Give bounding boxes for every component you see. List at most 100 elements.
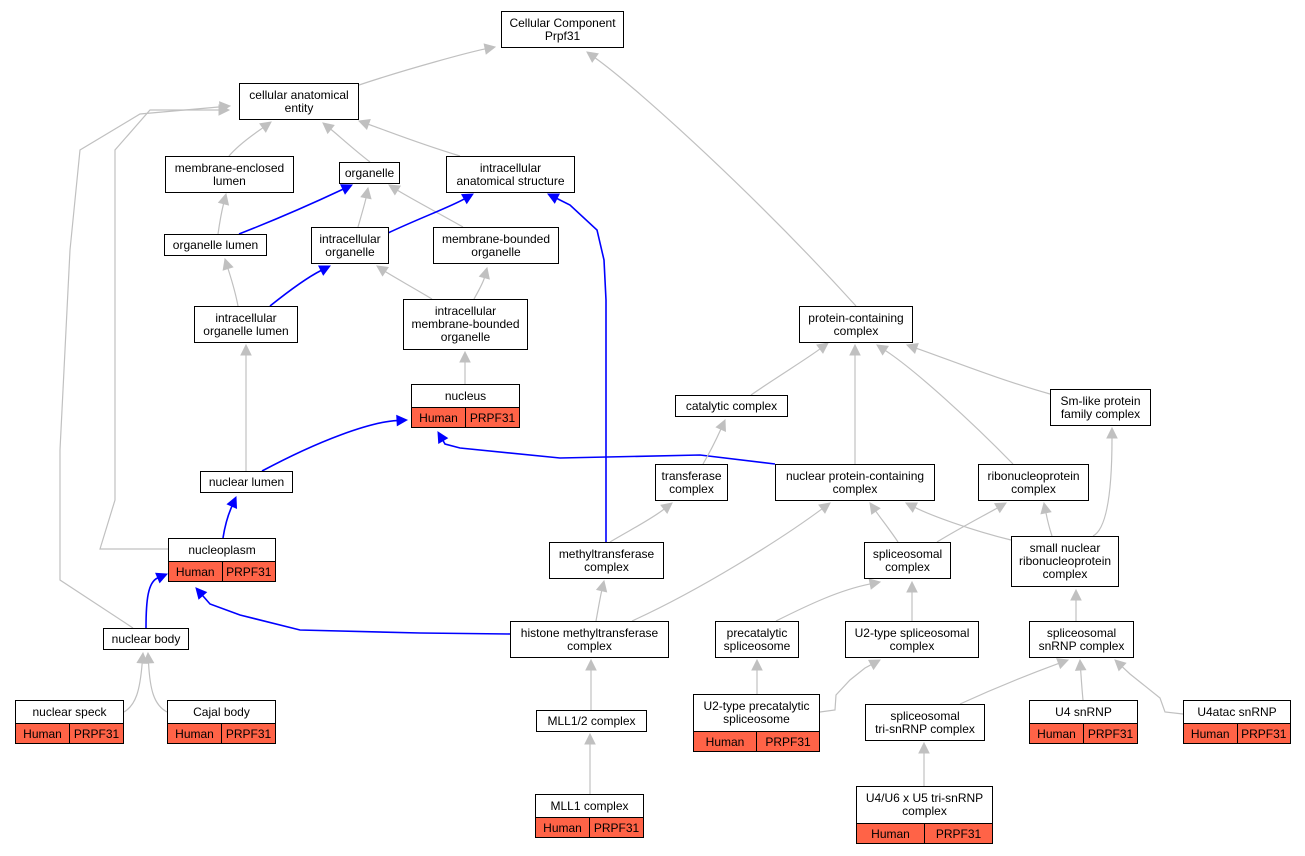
go-term-node-mel[interactable]: membrane-enclosed lumen bbox=[165, 156, 294, 193]
edge-line bbox=[368, 123, 461, 157]
edge-arrowhead bbox=[376, 265, 389, 277]
go-term-node-tr[interactable]: transferase complex bbox=[655, 464, 728, 501]
go-term-node-cc[interactable]: Cellular Component Prpf31 bbox=[501, 11, 624, 48]
edge-imbo-to-io bbox=[376, 265, 433, 300]
edge-imbo-to-mbo bbox=[473, 266, 490, 300]
go-term-node-cat[interactable]: catalytic complex bbox=[675, 395, 788, 417]
edge-line bbox=[609, 508, 665, 543]
go-term-node-u2s[interactable]: U2-type spliceosomal complex bbox=[845, 621, 979, 658]
edge-line bbox=[875, 510, 899, 543]
edge-arrowhead bbox=[905, 342, 919, 354]
go-term-node-org[interactable]: organelle bbox=[339, 162, 400, 184]
go-term-node-cae[interactable]: cellular anatomical entity bbox=[239, 83, 359, 120]
go-term-node-imbo[interactable]: intracellular membrane-bounded organelle bbox=[403, 299, 528, 350]
edge-arrowhead bbox=[1070, 588, 1082, 601]
annotation-gene: PRPF31 bbox=[1236, 724, 1291, 743]
edge-line bbox=[238, 188, 344, 235]
edge-arrowhead bbox=[586, 51, 599, 63]
edge-line bbox=[750, 348, 821, 396]
go-term-node-pcc[interactable]: protein-containing complex bbox=[799, 306, 913, 343]
edge-arrowhead bbox=[226, 495, 238, 509]
edge-orgl-to-mel bbox=[217, 192, 230, 235]
edge-arrowhead bbox=[259, 121, 272, 133]
edge-u2pre-to-pre bbox=[751, 658, 763, 694]
edge-arrowhead bbox=[222, 257, 234, 271]
go-term-node-orgl[interactable]: organelle lumen bbox=[164, 234, 267, 256]
edge-line bbox=[387, 198, 465, 234]
go-term-node-rnp[interactable]: ribonucleoprotein complex bbox=[978, 464, 1089, 501]
go-term-node-mll12[interactable]: MLL1/2 complex bbox=[536, 710, 647, 732]
go-term-label: nuclear body bbox=[111, 631, 181, 646]
go-term-node-ssn[interactable]: spliceosomal snRNP complex bbox=[1029, 621, 1134, 658]
go-term-label: Cajal body bbox=[193, 704, 250, 719]
go-term-label: Sm-like protein family complex bbox=[1060, 393, 1141, 421]
go-term-node-npc[interactable]: nuclear protein-containing complex bbox=[775, 464, 935, 501]
edge-line bbox=[330, 128, 371, 163]
edge-mt-to-tr bbox=[609, 502, 673, 543]
edge-nl-to-nuc bbox=[261, 414, 409, 472]
edge-ssn-to-snrnp bbox=[1070, 588, 1082, 621]
edge-iol-to-orgl bbox=[222, 257, 239, 307]
edge-line bbox=[702, 428, 722, 465]
edge-arrowhead bbox=[357, 119, 371, 130]
go-term-node-tri[interactable]: spliceosomal tri-snRNP complex bbox=[865, 704, 985, 741]
go-term-label: methyltransferase complex bbox=[558, 546, 655, 574]
go-term-node-sml[interactable]: Sm-like protein family complex bbox=[1050, 389, 1151, 426]
edge-arrowhead bbox=[459, 350, 471, 363]
go-term-node-iol[interactable]: intracellular organelle lumen bbox=[194, 306, 298, 343]
edge-line bbox=[631, 508, 823, 622]
edge-arrowhead bbox=[461, 193, 474, 205]
go-term-node-nl[interactable]: nuclear lumen bbox=[200, 471, 293, 493]
go-term-label: MLL1/2 complex bbox=[547, 713, 636, 728]
edge-iol-to-io bbox=[269, 265, 331, 307]
go-term-node-snrnp[interactable]: small nuclear ribonucleoprotein complex bbox=[1011, 536, 1119, 587]
go-term-node-nb[interactable]: nuclear body bbox=[103, 628, 189, 650]
edge-nb-to-cae bbox=[59, 101, 232, 629]
go-term-node-mt[interactable]: methyltransferase complex bbox=[549, 542, 664, 579]
annotation-gene: PRPF31 bbox=[1083, 724, 1137, 743]
edge-npc-to-nuc bbox=[437, 431, 776, 465]
annotation-gene: PRPF31 bbox=[756, 732, 819, 751]
edge-io-to-ias bbox=[387, 193, 474, 234]
edge-snrnp-to-rnp bbox=[1040, 501, 1053, 537]
edge-arrowhead bbox=[918, 741, 930, 754]
edge-line bbox=[227, 268, 239, 307]
edge-tr-to-cat bbox=[702, 418, 726, 465]
edge-line bbox=[99, 109, 219, 550]
go-term-node-pre[interactable]: precatalytic spliceosome bbox=[715, 621, 799, 658]
go-term-node-mbo[interactable]: membrane-bounded organelle bbox=[433, 227, 559, 264]
go-term-node-sc[interactable]: spliceosomal complex bbox=[864, 542, 951, 579]
edge-arrowhead bbox=[322, 122, 335, 135]
edge-line bbox=[959, 662, 1059, 705]
go-term-node-io[interactable]: intracellular organelle bbox=[311, 227, 389, 264]
annotation-gene: PRPF31 bbox=[589, 818, 643, 837]
go-term-label: histone methyltransferase complex bbox=[520, 625, 659, 653]
go-term-label: U2-type spliceosomal complex bbox=[854, 625, 970, 653]
edge-arrowhead bbox=[715, 418, 726, 432]
go-term-node-hmt[interactable]: histone methyltransferase complex bbox=[510, 621, 669, 658]
edge-line bbox=[222, 505, 233, 539]
edge-hmt-to-mt bbox=[595, 579, 608, 622]
edge-line bbox=[556, 197, 607, 542]
edge-line bbox=[595, 590, 603, 622]
edge-hmt-to-npc bbox=[631, 502, 831, 622]
edge-npc-to-pcc bbox=[849, 343, 861, 464]
edge-line bbox=[1080, 669, 1084, 701]
go-term-node-ias[interactable]: intracellular anatomical structure bbox=[446, 156, 575, 193]
edge-arrowhead bbox=[1114, 659, 1127, 672]
annotation-species: Human bbox=[23, 726, 62, 741]
go-term-label: ribonucleoprotein complex bbox=[987, 468, 1080, 496]
go-term-label: membrane-enclosed lumen bbox=[174, 160, 285, 188]
annotation-gene: PRPF31 bbox=[221, 724, 275, 743]
edge-line bbox=[261, 419, 398, 472]
edge-line bbox=[397, 189, 464, 228]
